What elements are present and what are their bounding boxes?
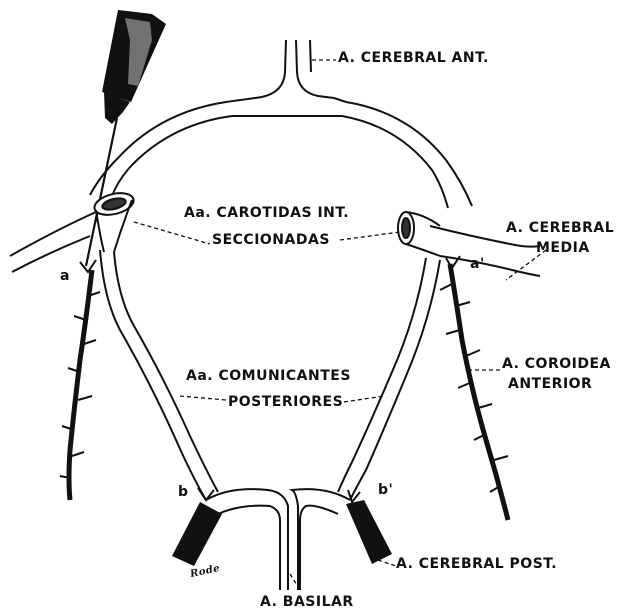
right-posterior-cerebral-stump [346,500,392,564]
label-cerebral-media-line2: MEDIA [536,240,590,256]
right-posterior-communicating-inner [338,258,426,492]
label-point-a-prime: a' [470,256,485,272]
left-middle-cerebral-outer [10,212,96,256]
basilar-junction-left [206,489,288,590]
right-upper-arch-inner [342,116,448,208]
anterior-cerebral-artery [296,40,334,98]
label-carotidas-line2: SECCIONADAS [212,232,330,248]
leader-comunicantes-right [344,396,384,402]
basilar-inner-left [218,506,280,590]
leader-cerebral-post [378,560,396,566]
left-choroidal-artery [60,270,100,500]
right-posterior-communicating-outer [350,260,440,500]
anterior-cerebral-left-wall [248,40,286,99]
label-basilar: A. BASILAR [260,594,354,610]
label-cerebral-post: A. CEREBRAL POST. [396,556,557,572]
leader-comunicantes-left [180,396,226,400]
leader-carotid-right [340,232,400,240]
label-cerebral-ant: A. CEREBRAL ANT. [338,50,489,66]
label-coroidea-line1: A. COROIDEA [502,356,611,372]
leader-carotid-left [134,222,210,244]
left-posterior-cerebral-stump [172,502,222,566]
right-carotid-lumen [402,218,410,238]
basilar-inner-right [300,506,338,590]
label-point-a: a [60,268,70,284]
right-upper-arch-outer [346,102,472,206]
label-point-b-prime: b' [378,482,393,498]
label-point-b: b [178,484,189,500]
label-cerebral-media-line1: A. CEREBRAL [506,220,614,236]
label-comunicantes-line1: Aa. COMUNICANTES [186,368,351,384]
label-coroidea-line2: ANTERIOR [508,376,592,392]
label-carotidas-line1: Aa. CAROTIDAS INT. [184,205,349,221]
label-comunicantes-line2: POSTERIORES [228,394,343,410]
left-middle-cerebral-inner [12,236,90,272]
right-choroidal-artery [440,264,508,520]
right-middle-cerebral-inner [440,256,540,276]
top-connector [226,98,346,116]
left-upper-arch-inner [112,116,232,196]
clamp-b [198,488,214,500]
posterior-cerebral-stumps [172,500,392,566]
